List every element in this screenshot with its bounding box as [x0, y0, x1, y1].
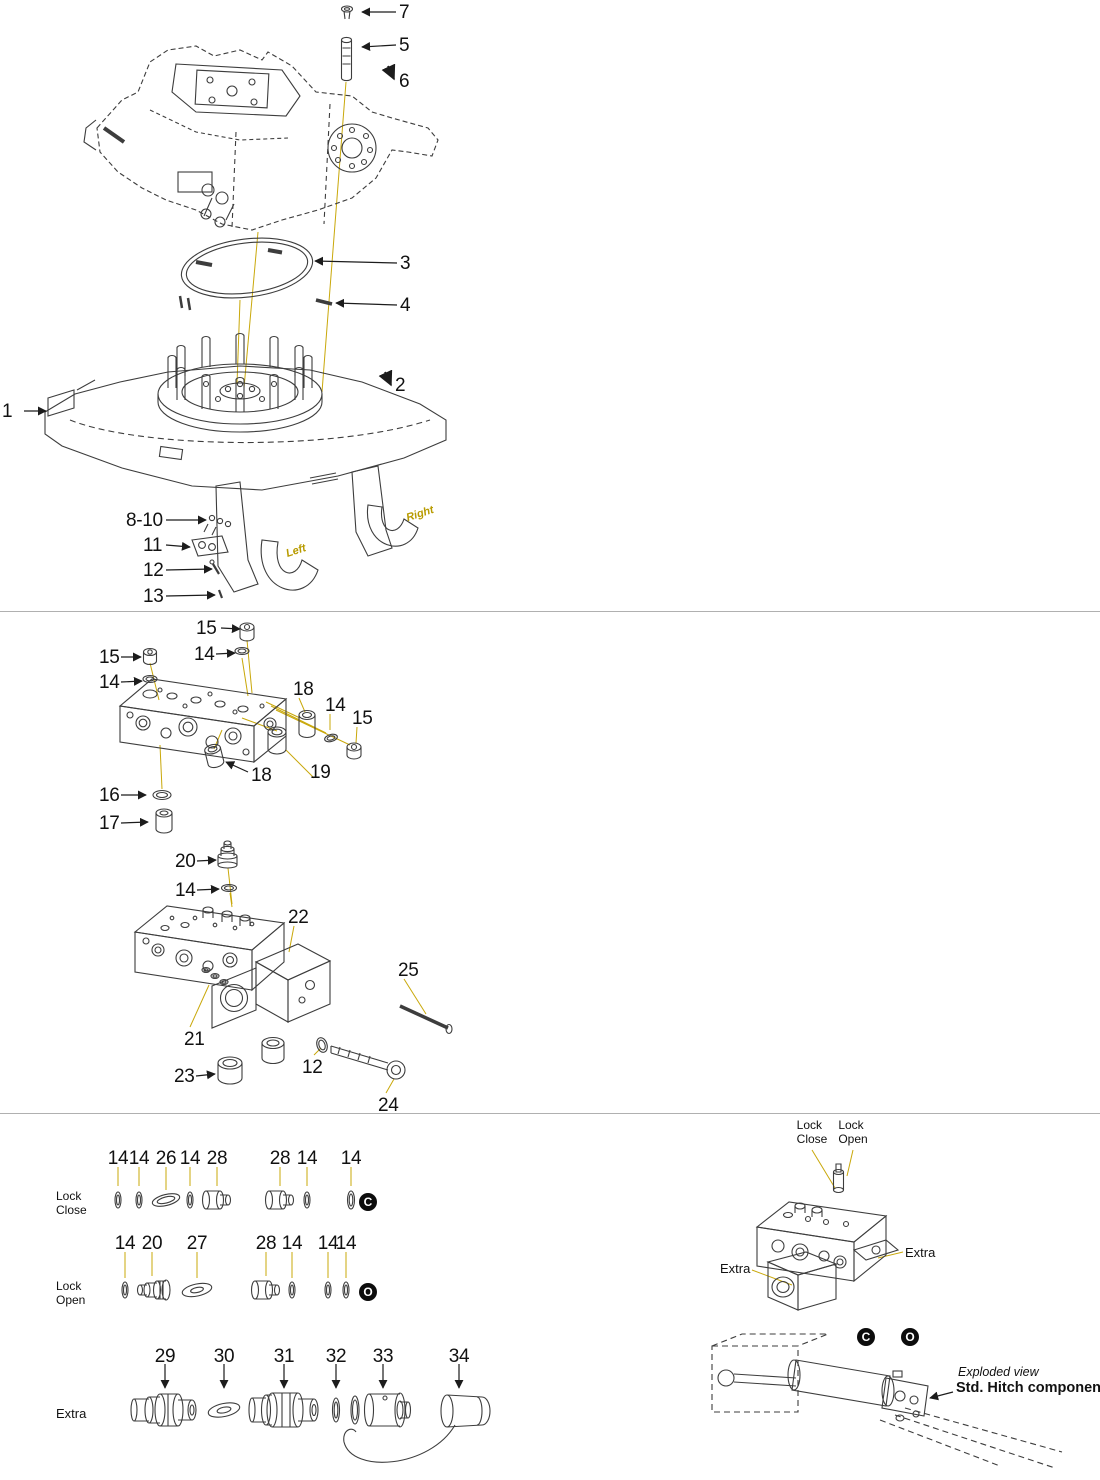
- badge-close: C: [359, 1193, 377, 1211]
- callout-32: 32: [325, 1346, 347, 1367]
- top-housing-drawing: [83, 45, 439, 231]
- stud-ring-drawing: [157, 332, 323, 433]
- sensor-20-drawing: [217, 840, 238, 893]
- callout-1: 1: [2, 401, 13, 422]
- section-dividers: [0, 611, 1100, 1114]
- callout-28: 28: [255, 1233, 277, 1254]
- callout-14: 14: [296, 1148, 318, 1169]
- callout-14: 14: [325, 695, 346, 716]
- gasket-drawing: [180, 237, 314, 299]
- callout-34: 34: [448, 1346, 470, 1367]
- callout-14: 14: [128, 1148, 150, 1169]
- callout-14: 14: [335, 1233, 357, 1254]
- row-label-lock-open-line1: Lock: [56, 1279, 82, 1293]
- caption-exploded-view: Exploded view: [958, 1365, 1039, 1379]
- pin-4-drawing: [178, 295, 333, 311]
- callout-12: 12: [143, 560, 164, 581]
- right-label-extra-right: Extra: [905, 1245, 936, 1260]
- callout-13: 13: [143, 586, 164, 607]
- row-label-lock-open-line2: Open: [56, 1293, 86, 1308]
- callout-14: 14: [114, 1233, 136, 1254]
- lock-close-parts-row: [114, 1190, 356, 1210]
- callout-14: 14: [107, 1148, 129, 1169]
- right-label-lock-close-line1: Lock: [796, 1118, 823, 1132]
- callout-3: 3: [400, 253, 411, 274]
- row-label-lock-close: Lock Close: [56, 1189, 87, 1217]
- right-label-lock-close: Lock Close: [797, 1118, 828, 1146]
- badge-open: O: [359, 1283, 377, 1301]
- cylinder-assembly-drawing: [711, 1333, 1063, 1469]
- callout-19: 19: [310, 762, 331, 783]
- callout-26: 26: [155, 1148, 177, 1169]
- lock-open-parts-row: [121, 1279, 350, 1301]
- callout-28: 28: [206, 1148, 228, 1169]
- callout-5: 5: [399, 35, 410, 56]
- hitch-frame-drawing: [44, 365, 447, 599]
- block-1-fittings-and-seals: [142, 622, 362, 834]
- callout-7: 7: [399, 2, 410, 23]
- callout-31: 31: [273, 1346, 295, 1367]
- callout-28: 28: [269, 1148, 291, 1169]
- bolt-mark-2: [378, 369, 393, 387]
- screw-7-drawing: [340, 5, 354, 20]
- callout-30: 30: [213, 1346, 235, 1367]
- callout-27: 27: [186, 1233, 208, 1254]
- right-label-lock-open-line1: Lock: [838, 1118, 864, 1132]
- pin-5-drawing: [340, 36, 353, 82]
- plugs-bolt-pin-drawing: [217, 1004, 453, 1085]
- callout-8-10: 8-10: [126, 510, 163, 531]
- callout-2: 2: [395, 375, 406, 396]
- callout-18: 18: [251, 765, 272, 786]
- callout-11: 11: [143, 535, 163, 556]
- callout-21: 21: [184, 1029, 205, 1050]
- callout-6: 6: [399, 71, 410, 92]
- extra-parts-row: [130, 1392, 491, 1463]
- callout-29: 29: [154, 1346, 176, 1367]
- right-label-extra-left: Extra: [720, 1261, 751, 1276]
- callout-18: 18: [293, 679, 314, 700]
- callout-23: 23: [174, 1066, 195, 1087]
- bolt-mark-6: [381, 63, 396, 81]
- callout-14: 14: [194, 644, 215, 665]
- row-label-lock-close-line1: Lock: [56, 1189, 82, 1203]
- yellow-leader-lines: [117, 81, 904, 1286]
- callout-20: 20: [175, 851, 196, 872]
- callout-12: 12: [302, 1057, 323, 1078]
- callout-16: 16: [99, 785, 120, 806]
- right-label-lock-open-line2: Open: [838, 1132, 868, 1147]
- right-label-lock-close-line2: Close: [796, 1132, 828, 1147]
- callout-33: 33: [372, 1346, 394, 1367]
- badge-open-ref: O: [901, 1328, 919, 1346]
- callout-14: 14: [317, 1233, 339, 1254]
- callout-25: 25: [398, 960, 419, 981]
- callout-22: 22: [288, 907, 309, 928]
- row-label-lock-close-line2: Close: [56, 1203, 87, 1218]
- callout-14: 14: [340, 1148, 362, 1169]
- valve-block-1-drawing: [118, 678, 288, 764]
- valve-block-2-drawing: [133, 905, 286, 992]
- right-valve-assembly-drawing: [755, 1163, 900, 1311]
- callout-20: 20: [141, 1233, 163, 1254]
- callout-14: 14: [179, 1148, 201, 1169]
- callout-14: 14: [175, 880, 196, 901]
- callout-14: 14: [99, 672, 120, 693]
- row-label-lock-open: Lock Open: [56, 1279, 85, 1307]
- callout-4: 4: [400, 295, 411, 316]
- callout-15: 15: [352, 708, 373, 729]
- callout-15: 15: [196, 618, 217, 639]
- callout-arrows: [24, 7, 954, 1401]
- row-label-extra: Extra: [56, 1406, 87, 1421]
- callout-17: 17: [99, 813, 120, 834]
- callout-15: 15: [99, 647, 120, 668]
- badge-close-ref: C: [857, 1328, 875, 1346]
- callout-24: 24: [378, 1095, 399, 1116]
- bracket-22-drawing: [211, 943, 332, 1029]
- right-label-lock-open: Lock Open: [838, 1118, 867, 1146]
- caption-std-hitch-components: Std. Hitch components: [956, 1380, 1100, 1396]
- callout-14: 14: [281, 1233, 303, 1254]
